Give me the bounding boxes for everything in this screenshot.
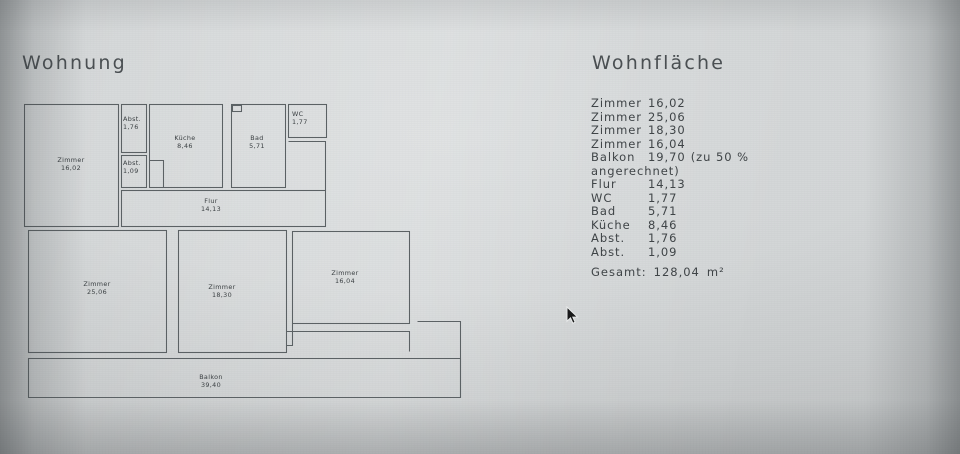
area-row-name: Zimmer (591, 110, 648, 125)
plan-label-zimmer-18-30-name: Zimmer (208, 283, 235, 291)
plan-label-zimmer-18-30-area: 18,30 (212, 291, 232, 299)
area-row-value: 1,09 (648, 245, 677, 260)
area-row-value: 14,13 (648, 178, 686, 192)
plan-label-kueche-area: 8,46 (177, 142, 193, 150)
plan-label-abst-1-76-area: 1,76 (123, 123, 139, 131)
plan-room-abst-1-09 (120, 154, 148, 189)
plan-label-wc-area: 1,77 (292, 118, 308, 126)
plan-room-abst-1-76 (120, 103, 148, 154)
plan-label-zimmer-25-06-area: 25,06 (87, 288, 107, 296)
area-row-name: Zimmer (591, 96, 648, 111)
plan-room-wc (287, 103, 328, 139)
area-row-name: Abst. (591, 232, 648, 246)
area-row-value: 8,46 (648, 218, 677, 233)
area-row: Zimmer16,02 (591, 96, 749, 111)
plan-room-captions: Zimmer 16,02 Abst. 1,76 Abst. 1,09 Küche… (57, 110, 358, 389)
area-row-name: WC (591, 191, 648, 206)
area-row: Zimmer16,04 (591, 137, 749, 152)
area-row-value: 25,06 (648, 110, 686, 125)
plan-label-zimmer-16-02-area: 16,02 (61, 164, 81, 172)
area-list: Zimmer16,02Zimmer25,06Zimmer18,30Zimmer1… (591, 96, 749, 260)
plan-room-flur (120, 189, 327, 228)
total-area-value: 128,04 (647, 265, 700, 279)
plan-label-balkon-area: 39,40 (201, 381, 221, 389)
area-row-name: Bad (591, 205, 648, 219)
plan-niche-bad (231, 104, 243, 113)
area-row-name: Balkon (591, 151, 648, 165)
plan-room-zimmer-18-30 (177, 229, 288, 354)
area-row-value: 1,76 (648, 232, 677, 246)
area-row: Bad5,71 (591, 205, 749, 219)
total-area-row: Gesamt:128,04m² (591, 265, 725, 279)
area-row-value: 16,02 (648, 96, 686, 111)
area-row: Abst.1,76 (591, 232, 749, 246)
plan-room-zimmer-16-02 (23, 103, 120, 228)
area-row-name: Küche (591, 218, 648, 233)
area-row: Balkon19,70(zu 50 % (591, 151, 749, 165)
area-row: Küche8,46 (591, 218, 749, 233)
plan-room-bad (230, 103, 287, 189)
plan-label-bad-area: 5,71 (249, 142, 265, 150)
plan-label-zimmer-16-04-name: Zimmer (331, 269, 358, 277)
area-row-name: Abst. (591, 245, 648, 260)
area-row: Flur14,13 (591, 178, 749, 192)
plan-label-abst-1-09-name: Abst. (123, 159, 141, 167)
area-row-value: 5,71 (648, 205, 677, 219)
page-title-wohnflaeche: Wohnfläche (592, 52, 725, 74)
area-row-name: Zimmer (591, 124, 648, 138)
area-row: Abst.1,09 (591, 245, 749, 260)
area-row-continuation: angerechnet) (591, 164, 749, 179)
plan-step-outline-2 (286, 323, 294, 347)
plan-label-wc-name: WC (292, 110, 304, 118)
plan-label-zimmer-16-02-name: Zimmer (57, 156, 84, 164)
plan-label-abst-1-76-name: Abst. (123, 115, 141, 123)
plan-corridor-extension (288, 140, 327, 191)
page-title-wohnung: Wohnung (22, 52, 127, 74)
plan-room-zimmer-25-06 (27, 229, 168, 354)
area-row-value: 1,77 (648, 191, 677, 206)
area-row: Zimmer25,06 (591, 110, 749, 125)
plan-label-flur-name: Flur (204, 197, 218, 205)
plan-label-zimmer-16-04-area: 16,04 (335, 277, 355, 285)
plan-label-flur-area: 14,13 (201, 205, 221, 213)
plan-step-outline (286, 330, 411, 352)
plan-label-kueche-name: Küche (174, 134, 195, 142)
plan-label-balkon-name: Balkon (199, 373, 223, 381)
area-row: Zimmer18,30 (591, 124, 749, 138)
total-area-label: Gesamt: (591, 265, 647, 279)
total-area-unit: m² (700, 265, 725, 279)
plan-label-bad-name: Bad (250, 134, 263, 142)
area-row-value: 16,04 (648, 137, 686, 152)
area-row-note: (zu 50 % (686, 151, 749, 165)
area-row-name: Zimmer (591, 137, 648, 152)
plan-label-zimmer-25-06-name: Zimmer (83, 280, 110, 288)
plan-niche-kueche (149, 159, 165, 188)
plan-room-zimmer-16-04 (291, 230, 411, 325)
plan-room-kueche (148, 103, 224, 189)
mouse-cursor-icon (566, 305, 580, 325)
area-row-name: Flur (591, 178, 648, 192)
area-row: WC1,77 (591, 191, 749, 206)
plan-room-balkon (27, 357, 462, 399)
area-row-value: 19,70 (648, 151, 686, 165)
area-row-value: 18,30 (648, 124, 686, 138)
plan-label-abst-1-09-area: 1,09 (123, 167, 139, 175)
